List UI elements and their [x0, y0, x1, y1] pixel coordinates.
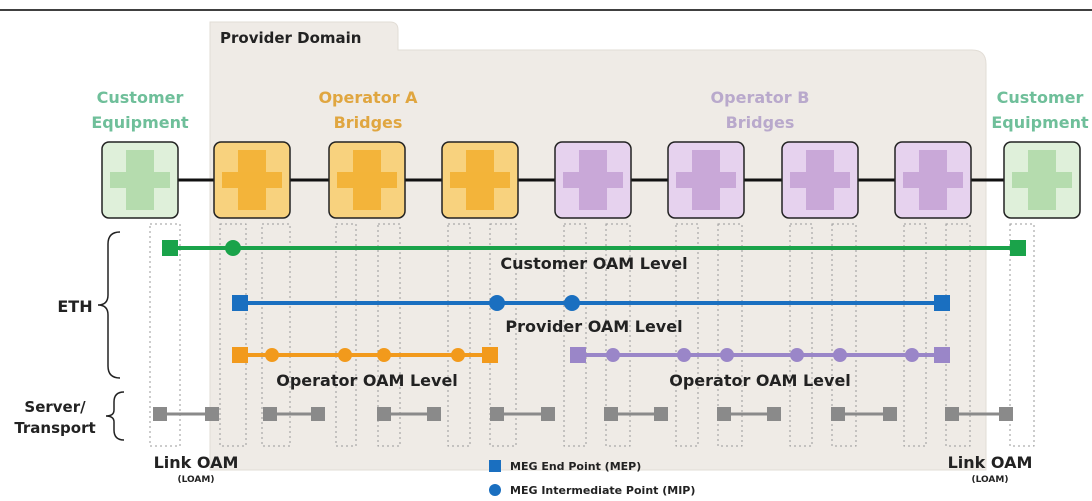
- provider-oam-level: Provider OAM Level: [232, 295, 950, 336]
- bridge-box-3: [328, 141, 406, 219]
- operator-b-mip-5: [833, 348, 847, 362]
- operator-a-mep-right: [482, 347, 498, 363]
- eth-brace: [97, 231, 121, 379]
- guide-column-10: [675, 223, 699, 447]
- operator-a-oam-level: Operator OAM Level: [232, 347, 498, 390]
- provider-mep-left: [232, 295, 248, 311]
- guide-column-11: [717, 223, 743, 447]
- link-oam-right: Link OAM (LOAM): [948, 453, 1033, 485]
- operator-b-mip-1: [606, 348, 620, 362]
- operator-b-line1: Operator B: [711, 88, 810, 107]
- bridge-box-7: [781, 141, 859, 219]
- server-label-line2: Transport: [14, 419, 95, 437]
- guide-column-4: [335, 223, 357, 447]
- bridge-box-2: [213, 141, 291, 219]
- legend: MEG End Point (MEP) MEG Intermediate Poi…: [489, 460, 695, 497]
- guide-column-6: [447, 223, 471, 447]
- operator-b-mip-2: [677, 348, 691, 362]
- customer-mip: [225, 240, 241, 256]
- operator-b-mep-left: [570, 347, 586, 363]
- eth-label: ETH: [57, 297, 92, 316]
- guide-column-8: [563, 223, 587, 447]
- operator-b-mip-6: [905, 348, 919, 362]
- operator-a-mip-1: [265, 348, 279, 362]
- guide-column-13: [831, 223, 857, 447]
- operator-b-oam-level: Operator OAM Level: [570, 347, 950, 390]
- dotted-guides: [149, 223, 1035, 447]
- bridge-box-9: [1003, 141, 1081, 219]
- operator-b-heading: Operator B Bridges: [711, 88, 810, 132]
- bridge-box-5: [554, 141, 632, 219]
- operator-a-line1: Operator A: [318, 88, 418, 107]
- operator-a-line2: Bridges: [334, 113, 403, 132]
- link-oam-segment-4: [490, 407, 555, 421]
- customer-left-heading: Customer Equipment: [91, 88, 189, 132]
- guide-column-7: [489, 223, 517, 447]
- operator-b-mip-4: [790, 348, 804, 362]
- guide-column-12: [789, 223, 813, 447]
- link-oam-segment-3: [377, 407, 441, 421]
- guide-column-14: [903, 223, 927, 447]
- link-oam-left: Link OAM (LOAM): [154, 453, 239, 485]
- operator-a-mip-3: [377, 348, 391, 362]
- link-oam-segment-6: [717, 407, 781, 421]
- guide-column-15: [945, 223, 971, 447]
- link-oam-left-sub: (LOAM): [178, 475, 215, 485]
- operator-b-mip-3: [720, 348, 734, 362]
- guide-column-9: [605, 223, 631, 447]
- link-oam-segments: [153, 407, 1013, 421]
- guide-column-16: [1009, 223, 1035, 447]
- provider-level-label: Provider OAM Level: [505, 317, 682, 336]
- link-oam-segment-5: [604, 407, 668, 421]
- equipment-boxes: [101, 141, 1081, 219]
- bridge-box-6: [667, 141, 745, 219]
- provider-domain-label: Provider Domain: [220, 29, 361, 47]
- link-oam-segment-8: [945, 407, 1013, 421]
- link-oam-left-title: Link OAM: [154, 453, 239, 472]
- link-oam-segment-1: [153, 407, 219, 421]
- customer-mep-left: [162, 240, 178, 256]
- customer-right-heading: Customer Equipment: [991, 88, 1089, 132]
- guide-column-1: [149, 223, 181, 447]
- bridge-box-4: [441, 141, 519, 219]
- operator-b-level-label: Operator OAM Level: [669, 371, 851, 390]
- link-oam-right-title: Link OAM: [948, 453, 1033, 472]
- link-oam-segment-2: [263, 407, 325, 421]
- customer-level-label: Customer OAM Level: [500, 254, 687, 273]
- customer-left-line1: Customer: [97, 88, 184, 107]
- customer-right-line1: Customer: [997, 88, 1084, 107]
- server-brace: [105, 391, 125, 441]
- operator-b-line2: Bridges: [726, 113, 795, 132]
- legend-mep-label: MEG End Point (MEP): [510, 460, 641, 473]
- link-oam-segment-7: [831, 407, 897, 421]
- operator-a-mip-2: [338, 348, 352, 362]
- operator-a-mip-4: [451, 348, 465, 362]
- operator-b-mep-right: [934, 347, 950, 363]
- guide-column-5: [377, 223, 401, 447]
- bridge-box-8: [894, 141, 972, 219]
- operator-a-level-label: Operator OAM Level: [276, 371, 458, 390]
- operator-a-mep-left: [232, 347, 248, 363]
- guide-column-2: [219, 223, 247, 447]
- operator-a-heading: Operator A Bridges: [318, 88, 418, 132]
- legend-mip-label: MEG Intermediate Point (MIP): [510, 484, 695, 497]
- provider-mip-2: [564, 295, 580, 311]
- customer-mep-right: [1010, 240, 1026, 256]
- customer-right-line2: Equipment: [991, 113, 1089, 132]
- link-oam-right-sub: (LOAM): [972, 475, 1009, 485]
- customer-oam-level: Customer OAM Level: [162, 240, 1026, 273]
- customer-left-line2: Equipment: [91, 113, 189, 132]
- provider-mep-right: [934, 295, 950, 311]
- bridge-box-1: [101, 141, 179, 219]
- server-label-line1: Server/: [24, 398, 86, 416]
- provider-mip-1: [489, 295, 505, 311]
- legend-mep-icon: [489, 460, 501, 472]
- legend-mip-icon: [489, 484, 501, 496]
